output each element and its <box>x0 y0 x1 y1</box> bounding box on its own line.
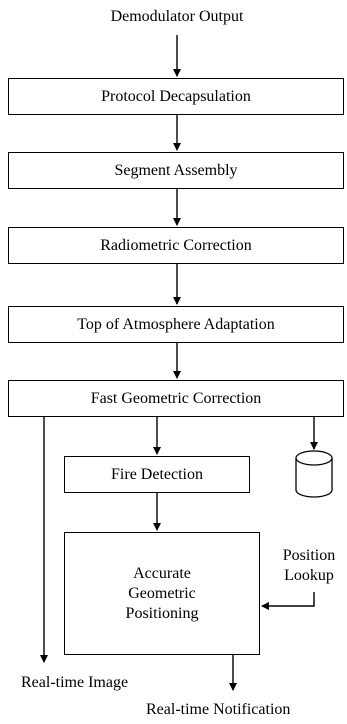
positioning-line: Positioning <box>125 604 199 622</box>
realtime-notification-label: Real-time Notification <box>146 701 291 718</box>
realtime-image-label: Real-time Image <box>21 674 129 691</box>
position-lookup-label: Position Lookup <box>272 546 346 586</box>
protocol-decapsulation-box: Protocol Decapsulation <box>8 78 344 115</box>
geometric-line: Geometric <box>128 584 196 602</box>
fire-detection-box: Fire Detection <box>64 456 250 493</box>
position-line: Position <box>282 547 336 564</box>
fast-geometric-correction-box: Fast Geometric Correction <box>8 380 344 417</box>
demodulator-output-label: Demodulator Output <box>110 8 244 25</box>
top-of-atmosphere-adaptation-box: Top of Atmosphere Adaptation <box>8 306 344 343</box>
accurate-geometric-positioning-box: Accurate Geometric Positioning <box>64 532 260 655</box>
radiometric-correction-box: Radiometric Correction <box>8 227 344 264</box>
lookup-line: Lookup <box>284 567 334 584</box>
accurate-line: Accurate <box>133 564 191 582</box>
database-icon <box>295 450 333 498</box>
arrow-lookup-to-accurate <box>261 592 315 610</box>
segment-assembly-box: Segment Assembly <box>8 152 344 189</box>
